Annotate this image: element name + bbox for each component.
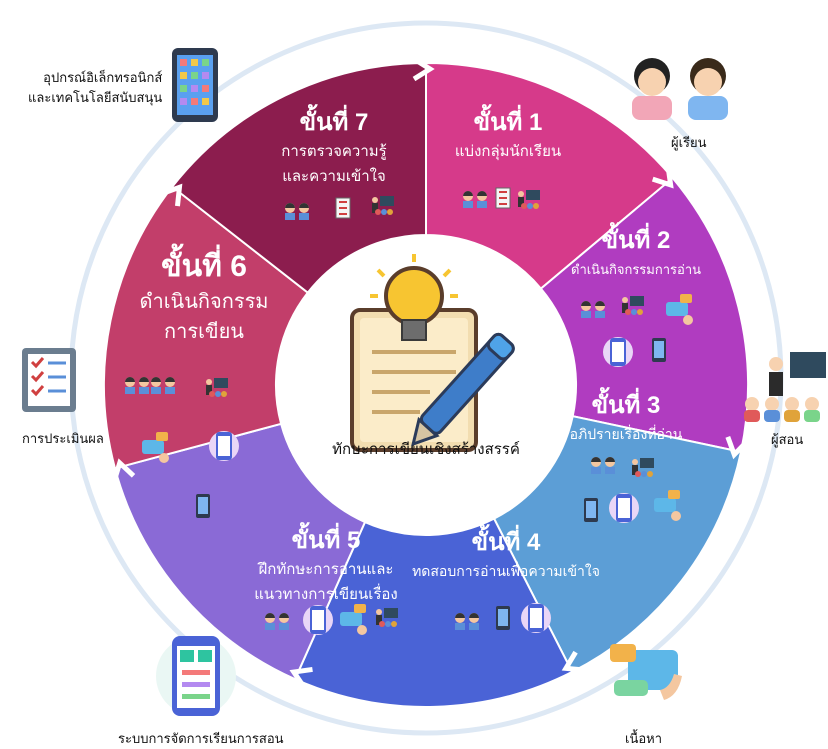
students-icon	[591, 457, 615, 474]
step-6-title: ขั้นที่ 6	[161, 243, 247, 283]
chevron-arrow-icon	[111, 458, 136, 482]
teacher-board-icon	[622, 296, 644, 315]
smartphone-icon	[652, 338, 666, 362]
students-icon	[463, 191, 487, 208]
step-4-subtitle: ทดสอบการอ่านเพื่อความเข้าใจ	[412, 562, 600, 579]
students-icon	[455, 613, 479, 630]
step-labels: ขั้นที่ 1 แบ่งกลุ่มนักเรียนขั้นที่ 2 ดำเนิ…	[125, 103, 701, 635]
step-5-title: ขั้นที่ 5	[292, 521, 361, 554]
checklist-icon	[335, 197, 351, 219]
teacher-board-icon	[372, 196, 394, 215]
step-3-subtitle: อภิปรายเรื่องที่อ่าน	[570, 425, 683, 442]
step-3-title: ขั้นที่ 3	[592, 386, 661, 419]
checklist-icon	[495, 187, 511, 209]
students-icon	[581, 301, 605, 318]
chevron-arrow-icon	[651, 165, 674, 189]
content-label: เนื้อหา	[625, 731, 663, 746]
learners-icon	[632, 58, 728, 120]
students-icon	[151, 377, 175, 394]
teacher-board-icon	[632, 458, 654, 477]
teacher-label: ผู้สอน	[771, 432, 804, 447]
step-6-subtitle: การเขียน	[164, 321, 244, 343]
step-6-subtitle: ดำเนินกิจกรรม	[139, 291, 268, 313]
chat-icon	[340, 604, 367, 635]
chevron-arrow-icon	[289, 666, 313, 690]
external-icons	[22, 48, 826, 716]
learners-label: ผู้เรียน	[671, 135, 707, 150]
step-chevrons	[111, 56, 750, 690]
step-4-title: ขั้นที่ 4	[472, 523, 541, 556]
teacher-board-icon	[376, 608, 398, 627]
tablet-icon	[172, 48, 218, 122]
evaluation-label: การประเมินผล	[22, 431, 104, 446]
students-icon	[265, 613, 289, 630]
step-2-title: ขั้นที่ 2	[602, 221, 671, 254]
step-7-subtitle: และความเข้าใจ	[282, 167, 386, 185]
content-media-icon	[610, 644, 682, 700]
step-segments	[103, 61, 749, 708]
chevron-arrow-icon	[412, 56, 435, 82]
devices-label: อุปกรณ์อิเล็กทรอนิกส์ และเทคโนโลยีสนับสน…	[28, 70, 163, 105]
students-icon	[285, 203, 309, 220]
writing-idea-icon	[350, 254, 515, 452]
lms-phone-icon	[156, 636, 236, 716]
step-7-subtitle: การตรวจความรู้	[281, 143, 386, 160]
app-screen-icon	[209, 431, 239, 461]
chevron-arrow-icon	[725, 436, 750, 460]
step-2-subtitle: ดำเนินกิจกรรมการอ่าน	[571, 262, 701, 277]
smartphone-icon	[584, 498, 598, 522]
chevron-arrow-icon	[160, 183, 183, 207]
step-1-subtitle: แบ่งกลุ่มนักเรียน	[455, 143, 561, 161]
lms-label: ระบบการจัดการเรียนการสอน	[118, 731, 284, 746]
center-title: ทักษะการเขียนเชิงสร้างสรรค์	[332, 441, 520, 458]
app-screen-icon	[521, 603, 551, 633]
teacher-board-icon	[206, 378, 228, 397]
smartphone-icon	[196, 494, 210, 518]
step-5-subtitle: แนวทางการเขียนเรื่อง	[254, 583, 397, 603]
app-screen-icon	[303, 605, 333, 635]
chevron-arrow-icon	[561, 650, 585, 673]
chat-icon	[666, 294, 693, 325]
evaluation-checklist-icon	[22, 348, 76, 412]
step-7-title: ขั้นที่ 7	[300, 103, 369, 136]
app-screen-icon	[603, 337, 633, 367]
smartphone-icon	[496, 606, 510, 630]
teacher-icon	[744, 352, 826, 422]
chat-icon	[142, 432, 169, 463]
teacher-board-icon	[518, 190, 540, 209]
students-icon	[125, 377, 149, 394]
chat-icon	[654, 490, 681, 521]
app-screen-icon	[609, 493, 639, 523]
step-1-title: ขั้นที่ 1	[474, 103, 543, 136]
step-5-subtitle: ฝึกทักษะการอ่านและ	[257, 561, 394, 578]
